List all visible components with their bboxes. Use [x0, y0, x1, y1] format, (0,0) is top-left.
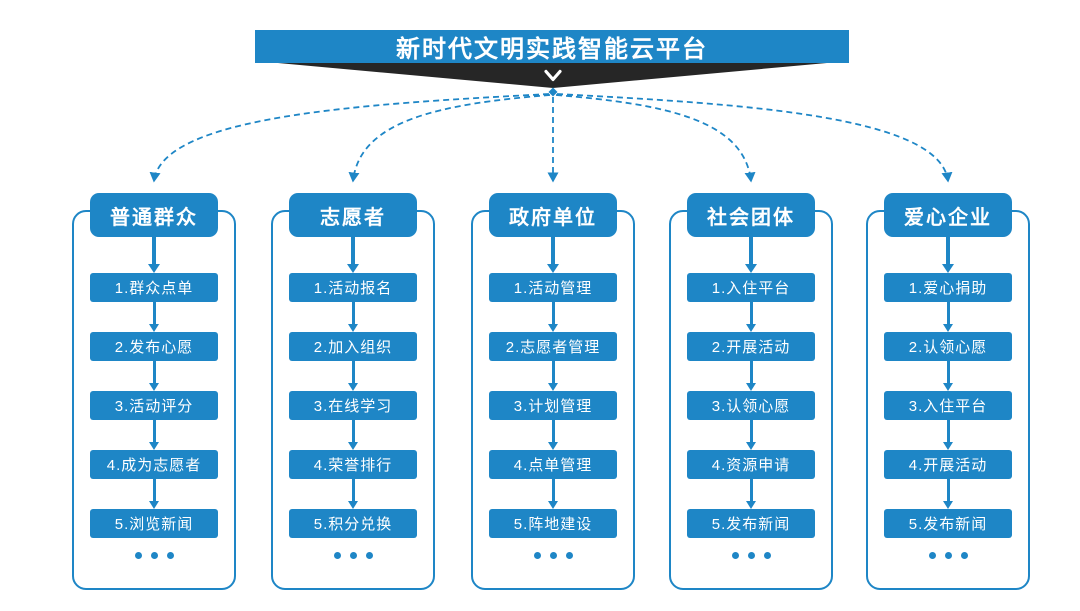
down-arrow-icon — [744, 237, 758, 273]
down-arrow-icon — [941, 420, 955, 450]
flow-step: 2.认领心愿 — [884, 332, 1012, 361]
flow-step: 5.发布新闻 — [884, 509, 1012, 538]
down-arrow-icon — [546, 361, 560, 391]
ribbon-banner-shadow — [256, 61, 849, 88]
down-arrow-icon — [147, 237, 161, 273]
down-arrow-icon — [147, 361, 161, 391]
down-arrow-icon — [744, 361, 758, 391]
ellipsis-icon — [731, 552, 771, 559]
flow-step: 3.计划管理 — [489, 391, 617, 420]
flow-step: 2.志愿者管理 — [489, 332, 617, 361]
flow-step: 1.爱心捐助 — [884, 273, 1012, 302]
column-header: 爱心企业 — [884, 193, 1012, 237]
ellipsis-icon — [333, 552, 373, 559]
flow-step: 1.群众点单 — [90, 273, 218, 302]
flow-step: 3.认领心愿 — [687, 391, 815, 420]
flow-step: 1.入住平台 — [687, 273, 815, 302]
column-header: 社会团体 — [687, 193, 815, 237]
down-arrow-icon — [147, 479, 161, 509]
column-ordinary-people: 普通群众 1.群众点单 2.发布心愿 3.活动评分 4.成为志愿者 5.浏览新闻 — [72, 193, 236, 590]
dashed-connector-2 — [348, 94, 551, 183]
down-arrow-icon — [744, 302, 758, 332]
flow-step: 5.阵地建设 — [489, 509, 617, 538]
down-arrow-icon — [941, 302, 955, 332]
flow-step: 4.开展活动 — [884, 450, 1012, 479]
column-header: 政府单位 — [489, 193, 617, 237]
flow-step: 3.在线学习 — [289, 391, 417, 420]
flow-step: 2.发布心愿 — [90, 332, 218, 361]
down-arrow-icon — [546, 302, 560, 332]
ellipsis-icon — [928, 552, 968, 559]
ellipsis-icon — [134, 552, 174, 559]
flow-step: 5.浏览新闻 — [90, 509, 218, 538]
down-arrow-icon — [546, 420, 560, 450]
down-arrow-icon — [546, 479, 560, 509]
column-social-organizations: 社会团体 1.入住平台 2.开展活动 3.认领心愿 4.资源申请 5.发布新闻 — [669, 193, 833, 590]
down-arrow-icon — [346, 237, 360, 273]
flow-step: 2.开展活动 — [687, 332, 815, 361]
column-header: 志愿者 — [289, 193, 417, 237]
flow-step: 3.入住平台 — [884, 391, 1012, 420]
flow-step: 1.活动管理 — [489, 273, 617, 302]
down-arrow-icon — [147, 420, 161, 450]
column-header: 普通群众 — [90, 193, 218, 237]
flow-step: 2.加入组织 — [289, 332, 417, 361]
down-arrow-icon — [744, 479, 758, 509]
down-arrow-icon — [346, 420, 360, 450]
down-chevron-icon — [544, 69, 562, 82]
down-arrow-icon — [941, 237, 955, 273]
dashed-connector-1 — [149, 93, 550, 183]
column-caring-enterprises: 爱心企业 1.爱心捐助 2.认领心愿 3.入住平台 4.开展活动 5.发布新闻 — [866, 193, 1030, 590]
flow-step: 5.发布新闻 — [687, 509, 815, 538]
down-arrow-icon — [941, 361, 955, 391]
hub-point — [548, 87, 558, 97]
flow-step: 4.资源申请 — [687, 450, 815, 479]
flow-step: 3.活动评分 — [90, 391, 218, 420]
flow-step: 1.活动报名 — [289, 273, 417, 302]
down-arrow-icon — [941, 479, 955, 509]
down-arrow-icon — [147, 302, 161, 332]
down-arrow-icon — [546, 237, 560, 273]
down-arrow-icon — [744, 420, 758, 450]
dashed-connector-4 — [555, 94, 756, 183]
down-arrow-icon — [346, 479, 360, 509]
flow-step: 4.点单管理 — [489, 450, 617, 479]
down-arrow-icon — [346, 302, 360, 332]
down-arrow-icon — [346, 361, 360, 391]
flow-step: 4.荣誉排行 — [289, 450, 417, 479]
flow-step: 5.积分兑换 — [289, 509, 417, 538]
flow-step: 4.成为志愿者 — [90, 450, 218, 479]
dashed-connector-5 — [556, 93, 953, 183]
diagram-title: 新时代文明实践智能云平台 — [255, 30, 849, 63]
column-government-units: 政府单位 1.活动管理 2.志愿者管理 3.计划管理 4.点单管理 5.阵地建设 — [471, 193, 635, 590]
ellipsis-icon — [533, 552, 573, 559]
column-volunteers: 志愿者 1.活动报名 2.加入组织 3.在线学习 4.荣誉排行 5.积分兑换 — [271, 193, 435, 590]
